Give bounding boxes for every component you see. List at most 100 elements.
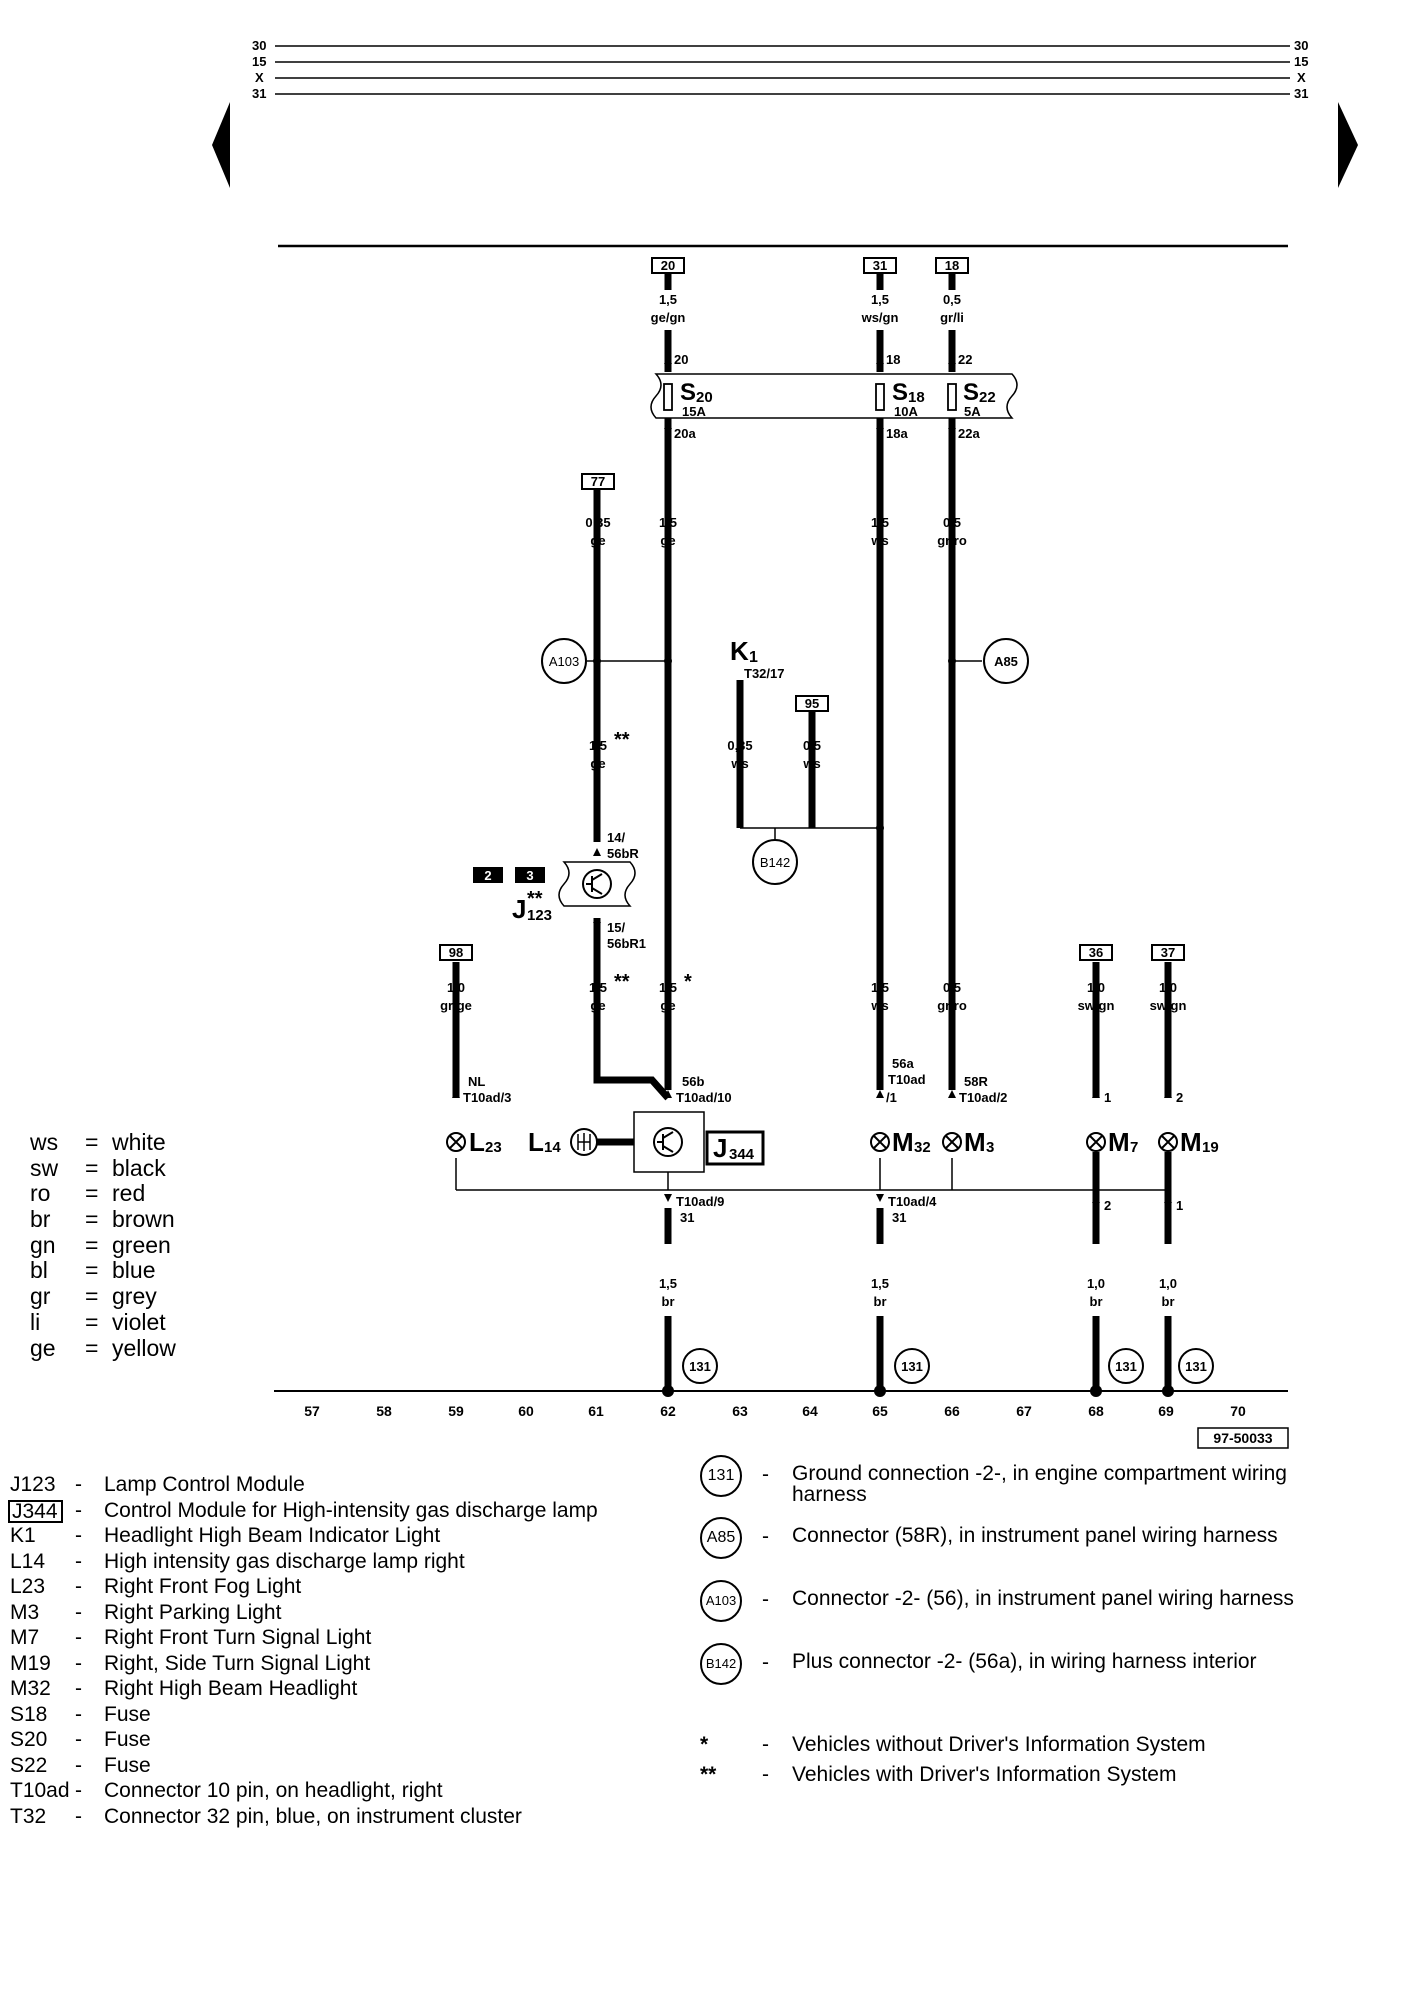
color-name: black bbox=[112, 1154, 166, 1181]
w65-color: ws bbox=[870, 533, 888, 548]
power-bus: 30 15 X 31 30 15 X 31 bbox=[252, 38, 1308, 101]
component-k1: K 1 T32/17 bbox=[730, 636, 784, 681]
j123-pin-out-2: 56bR1 bbox=[607, 936, 646, 951]
legend-desc: Connector 32 pin, blue, on instrument cl… bbox=[104, 1804, 522, 1828]
ref-box-77-label: 77 bbox=[591, 474, 605, 489]
k1-pin: T32/17 bbox=[744, 666, 784, 681]
fuse-s22-letter: S bbox=[963, 379, 979, 406]
fuse-s20-element bbox=[663, 383, 673, 411]
s22-in-size: 0,5 bbox=[943, 292, 961, 307]
pin-j344-1: 56b bbox=[682, 1074, 704, 1089]
legend-code: M19 bbox=[10, 1651, 51, 1675]
ref-box-37 bbox=[1151, 944, 1185, 961]
bus-label-x-right: X bbox=[1297, 70, 1306, 85]
connector-b142: B142 bbox=[752, 839, 798, 885]
m19-sub: 19 bbox=[1202, 1139, 1219, 1156]
s20-in-size: 1,5 bbox=[659, 292, 677, 307]
color-abbr: ge bbox=[30, 1334, 56, 1361]
ref-box-36 bbox=[1079, 944, 1113, 961]
track-59: 59 bbox=[448, 1403, 464, 1419]
legend-desc: Right Front Fog Light bbox=[104, 1575, 302, 1598]
j123-out-color: ge bbox=[590, 998, 605, 1013]
legend-code: S18 bbox=[10, 1702, 48, 1726]
color-abbr: sw bbox=[30, 1154, 59, 1181]
marker-double-j123-out: ** bbox=[614, 971, 630, 993]
legend-row: T10ad-Connector 10 pin, on headlight, ri… bbox=[10, 1778, 670, 1804]
ground-connectors: 131 131 131 131 bbox=[682, 1348, 1214, 1384]
legend-dash: - bbox=[75, 1677, 82, 1700]
s18-in-color: ws/gn bbox=[861, 310, 899, 325]
ground-131-icon-69 bbox=[1178, 1348, 1214, 1384]
fuse-s18: S 18 10A bbox=[875, 379, 925, 419]
lamp-m3-cross bbox=[945, 1135, 959, 1149]
gw65-color: br bbox=[874, 1294, 887, 1309]
legend-dash: - bbox=[75, 1702, 82, 1726]
current-tracks: 57 58 59 60 61 62 63 64 65 66 67 68 69 7… bbox=[304, 1403, 1246, 1419]
legend-desc: Fuse bbox=[104, 1728, 151, 1751]
marker-double-j123-in: ** bbox=[614, 729, 630, 751]
pin-arrow-m7-out bbox=[1092, 1202, 1100, 1210]
connector-legend-dash: - bbox=[762, 1588, 769, 1611]
footnote-dash: - bbox=[762, 1733, 769, 1756]
legend-desc: Headlight High Beam Indicator Light bbox=[104, 1524, 441, 1547]
wire-labels-lower: 98 1,0 gr/ge 1,5 ge 1,5 ge 1,5 ws 0,5 gr… bbox=[439, 944, 1186, 1013]
page-next-arrow-icon[interactable] bbox=[1338, 102, 1358, 188]
track-62: 62 bbox=[660, 1403, 676, 1419]
pin-m19-in: 2 bbox=[1176, 1090, 1183, 1105]
ground-131-legend-icon: 131 bbox=[700, 1455, 742, 1497]
pin-m7-in: 1 bbox=[1104, 1090, 1111, 1105]
w36-size: 1,0 bbox=[1087, 980, 1105, 995]
connector-legend-desc: Plus connector -2- (56a), in wiring harn… bbox=[792, 1650, 1257, 1673]
legend-code: J344 bbox=[8, 1499, 63, 1523]
lamp-m3: M 3 bbox=[942, 1127, 994, 1157]
page-prev-arrow-icon[interactable] bbox=[212, 102, 230, 188]
color-eq: = bbox=[85, 1334, 99, 1361]
legend-desc: Right Parking Light bbox=[104, 1600, 282, 1624]
fuse-pins: 20 18 22 20a 18a 22a bbox=[664, 352, 980, 441]
pin-arrow-m32 bbox=[876, 1090, 884, 1098]
junction-a85 bbox=[948, 657, 956, 665]
legend-code: L14 bbox=[10, 1549, 46, 1573]
color-name: brown bbox=[112, 1206, 175, 1233]
footnote-symbol: ** bbox=[700, 1763, 717, 1786]
color-name: grey bbox=[112, 1283, 157, 1310]
pin-m32-1: 56a bbox=[892, 1056, 914, 1071]
ref-box-20-label: 20 bbox=[661, 258, 675, 273]
w66-lower-color: gr/ro bbox=[937, 998, 967, 1013]
legend-dash: - bbox=[75, 1473, 82, 1496]
legend-code: S22 bbox=[10, 1753, 48, 1777]
junction-a103-668 bbox=[664, 657, 672, 665]
track-70: 70 bbox=[1230, 1403, 1246, 1419]
pin-nl-1: NL bbox=[468, 1074, 485, 1089]
legend-dash: - bbox=[75, 1524, 82, 1547]
lamp-m19: M 19 bbox=[1158, 1127, 1219, 1157]
connector-b142-label: B142 bbox=[760, 855, 790, 870]
color-eq: = bbox=[85, 1180, 99, 1207]
ref-box-98-label: 98 bbox=[449, 945, 463, 960]
bus-label-31-left: 31 bbox=[252, 86, 266, 101]
pin-arrow-j123-in bbox=[593, 848, 601, 856]
pin-s22-in: 22 bbox=[958, 352, 972, 367]
legend-dash: - bbox=[75, 1575, 82, 1598]
wire-labels-upper: 77 0,35 ge 1,5 ge 1,5 ws 0,5 gr/ro 1,5 g… bbox=[581, 473, 967, 771]
m19-out-pin: 1 bbox=[1176, 1198, 1183, 1213]
fuse-input-labels: 1,5 ge/gn 1,5 ws/gn 0,5 gr/li bbox=[651, 292, 964, 325]
gw69-color: br bbox=[1162, 1294, 1175, 1309]
j123-box-2 bbox=[473, 867, 503, 883]
w66-color: gr/ro bbox=[937, 533, 967, 548]
color-abbr: gr bbox=[30, 1283, 51, 1310]
w62-lower-color: ge bbox=[660, 998, 675, 1013]
ref-box-77 bbox=[581, 473, 615, 490]
connector-a85: A85 bbox=[983, 638, 1029, 684]
ground-wire-labels: 1,5 br 1,5 br 1,0 br 1,0 br bbox=[659, 1276, 1177, 1309]
gnd62-pin-1: T10ad/9 bbox=[676, 1194, 724, 1209]
legend-row: M19-Right, Side Turn Signal Light bbox=[10, 1651, 670, 1677]
connector-legend-dash: - bbox=[762, 1525, 769, 1548]
legend-desc: Right, Side Turn Signal Light bbox=[104, 1651, 371, 1675]
color-eq: = bbox=[85, 1283, 99, 1310]
pin-arrow-s22-in bbox=[948, 356, 956, 364]
wire-j123-to-j344 bbox=[593, 1068, 671, 1101]
track-68: 68 bbox=[1088, 1403, 1104, 1419]
color-name: violet bbox=[112, 1308, 166, 1335]
legend-code: K1 bbox=[10, 1524, 36, 1547]
